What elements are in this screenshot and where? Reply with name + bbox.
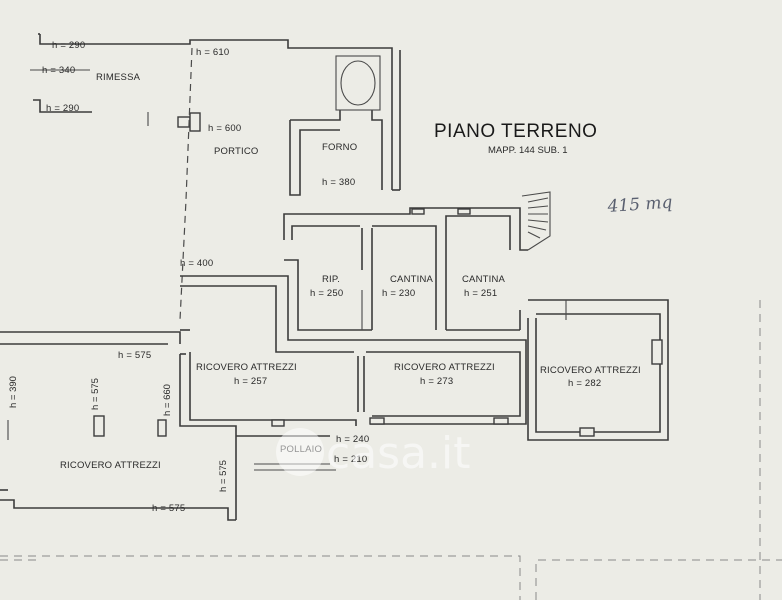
room-label-cantina-1: CANTINA	[390, 274, 434, 285]
height-label-240: h = 240	[336, 434, 369, 445]
walls-cantine	[283, 191, 551, 331]
room-label-ricovero-2: RICOVERO ATTREZZI	[394, 362, 495, 373]
room-label-ricovero-4: RICOVERO ATTREZZI	[60, 460, 161, 471]
room-height-forno: h = 380	[322, 177, 355, 188]
height-label-290b: h = 290	[46, 103, 79, 114]
watermark-logo-icon	[276, 428, 324, 476]
plan-subtitle: MAPP. 144 SUB. 1	[488, 145, 568, 156]
room-height-ricovero-3: h = 282	[568, 378, 601, 389]
room-label-cantina-2: CANTINA	[462, 274, 506, 285]
room-label-portico: PORTICO	[214, 146, 259, 157]
height-label-575c: h = 575	[218, 460, 229, 492]
height-label-575a: h = 575	[118, 350, 151, 361]
handwritten-area-note: 415 mq	[606, 193, 673, 218]
boundary-bottom	[0, 300, 782, 600]
room-label-ricovero-3: RICOVERO ATTREZZI	[540, 365, 641, 376]
room-height-cantina-2: h = 251	[464, 288, 497, 299]
watermark-text: casa.it	[326, 428, 471, 479]
room-height-cantina-1: h = 230	[382, 288, 415, 299]
walls-forno	[289, 55, 383, 196]
watermark: casa.it	[276, 428, 471, 479]
height-label-575d: h = 575	[152, 503, 185, 514]
height-label-400: h = 400	[180, 258, 213, 269]
height-label-575b: h = 575	[90, 378, 101, 410]
room-label-rip: RIP.	[322, 274, 340, 285]
walls-ricovero-right	[527, 299, 669, 441]
height-label-660: h = 660	[162, 384, 173, 416]
room-height-ricovero-1: h = 257	[234, 376, 267, 387]
height-label-600: h = 600	[208, 123, 241, 134]
room-label-rimessa: RIMESSA	[96, 72, 141, 83]
height-label-390: h = 390	[8, 376, 19, 408]
height-label-610: h = 610	[196, 47, 229, 58]
room-label-forno: FORNO	[322, 142, 357, 153]
height-label-210: h = 210	[334, 454, 367, 465]
room-label-ricovero-1: RICOVERO ATTREZZI	[196, 362, 297, 373]
room-height-ricovero-2: h = 273	[420, 376, 453, 387]
height-label-340: h = 340	[42, 65, 75, 76]
walls-ricovero-middle	[179, 275, 527, 520]
plan-title: PIANO TERRENO	[434, 121, 597, 142]
room-height-rip: h = 250	[310, 288, 343, 299]
walls-ricovero-left	[0, 331, 236, 521]
walls-upper-left	[30, 33, 401, 321]
height-label-290a: h = 290	[52, 40, 85, 51]
